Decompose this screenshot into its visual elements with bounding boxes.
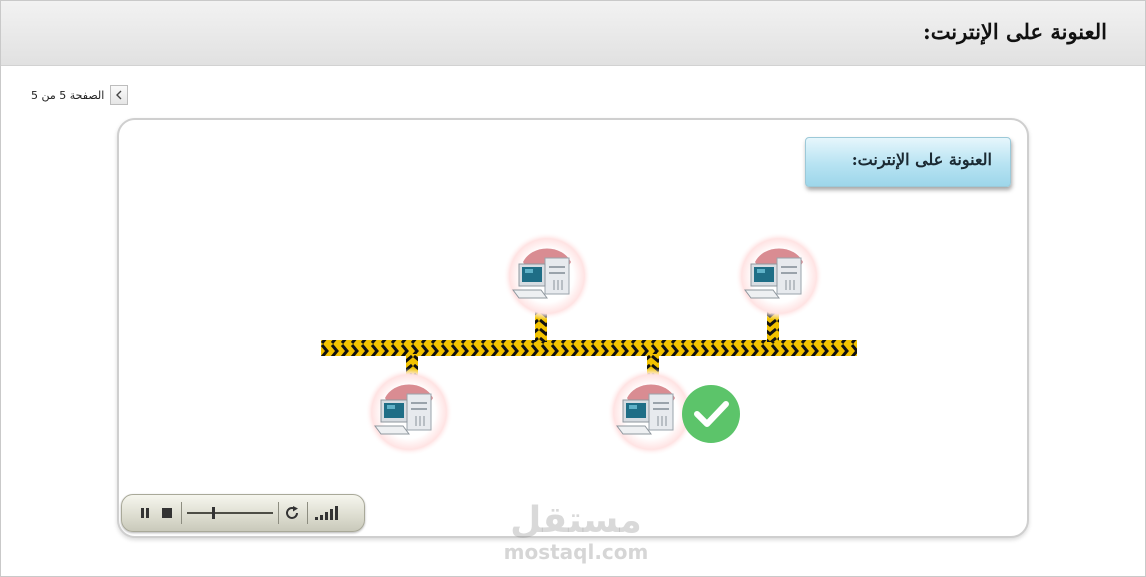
replay-icon xyxy=(286,506,298,519)
chevron-left-icon xyxy=(116,90,122,100)
page-indicator: الصفحة 5 من 5 xyxy=(31,88,105,102)
watermark-arabic: مستقل xyxy=(510,500,642,541)
slide-panel: العنونة على الإنترنت: xyxy=(117,118,1029,538)
seek-slider[interactable] xyxy=(185,501,275,525)
page-title: العنونة على الإنترنت: xyxy=(922,19,1107,44)
stop-button[interactable] xyxy=(156,501,178,525)
backbone-cable xyxy=(321,340,857,356)
watermark-latin: mostaql.com xyxy=(503,540,649,564)
divider xyxy=(307,502,308,524)
pause-button[interactable] xyxy=(134,501,156,525)
computer-icon xyxy=(364,367,454,457)
media-player-bar xyxy=(121,494,365,532)
pager: الصفحة 5 من 5 xyxy=(31,84,129,106)
watermark: مستقل mostaql.com xyxy=(501,501,651,567)
header-bar: العنونة على الإنترنت: xyxy=(1,1,1145,66)
bus-network-diagram xyxy=(321,231,857,457)
computer-icon xyxy=(606,367,696,457)
checkmark-icon xyxy=(682,385,740,443)
volume-button[interactable] xyxy=(311,501,341,525)
seek-track xyxy=(187,512,273,514)
divider xyxy=(278,502,279,524)
computer-icon xyxy=(502,231,592,321)
slide-heading: العنونة على الإنترنت: xyxy=(851,150,992,169)
previous-page-button[interactable] xyxy=(110,85,129,105)
replay-button[interactable] xyxy=(282,501,304,525)
volume-icon xyxy=(315,506,338,520)
stop-icon xyxy=(162,508,172,518)
seek-handle[interactable] xyxy=(212,507,215,519)
pause-icon xyxy=(141,508,149,518)
slide-heading-box: العنونة على الإنترنت: xyxy=(805,137,1011,187)
computer-icon xyxy=(734,231,824,321)
divider xyxy=(181,502,182,524)
